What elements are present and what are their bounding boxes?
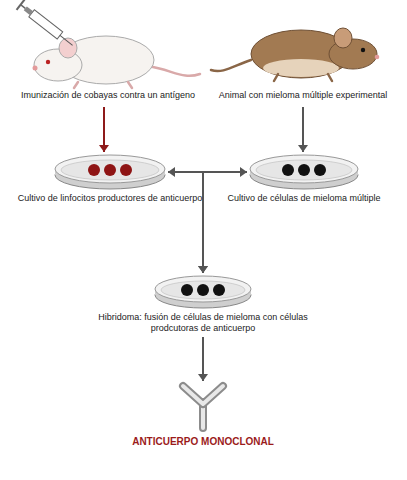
node-caption: ANTICUERPO MONOCLONAL — [103, 436, 303, 448]
illustration — [175, 384, 231, 430]
connector-line — [168, 172, 203, 273]
connector-line — [203, 172, 247, 273]
hybridoma-dish: Hibridoma: fusión de células de mieloma … — [155, 276, 251, 308]
node-caption: Hibridoma: fusión de células de mieloma … — [97, 312, 309, 334]
arrow-head — [198, 266, 208, 273]
illustration — [203, 8, 403, 104]
node-caption: Animal con mieloma múltiple experimental — [198, 90, 407, 101]
lymphocyte-culture-dish: Cultivo de linfocitos productores de ant… — [55, 155, 165, 189]
connector-arrow — [298, 107, 308, 152]
arrow-head — [198, 266, 208, 273]
illustration — [155, 276, 251, 308]
connector-arrow — [99, 107, 109, 152]
antibody-symbol: ANTICUERPO MONOCLONAL — [175, 384, 231, 430]
myeloma-mouse: Animal con mieloma múltiple experimental — [203, 8, 403, 104]
illustration — [8, 8, 208, 104]
node-caption: Imunización de cobayas contra un antígen… — [0, 90, 218, 101]
immunized-mouse: Imunización de cobayas contra un antígen… — [8, 8, 208, 104]
arrow-head — [99, 145, 109, 152]
arrow-head — [198, 374, 208, 381]
arrow-head — [298, 145, 308, 152]
connector-arrow — [198, 172, 247, 273]
connector-arrow — [198, 337, 208, 381]
illustration — [55, 155, 165, 189]
node-caption: Cultivo de linfocitos productores de ant… — [0, 193, 220, 204]
myeloma-culture-dish: Cultivo de células de mieloma múltiple — [250, 155, 358, 189]
node-caption: Cultivo de células de mieloma múltiple — [204, 193, 404, 204]
illustration — [250, 155, 358, 189]
